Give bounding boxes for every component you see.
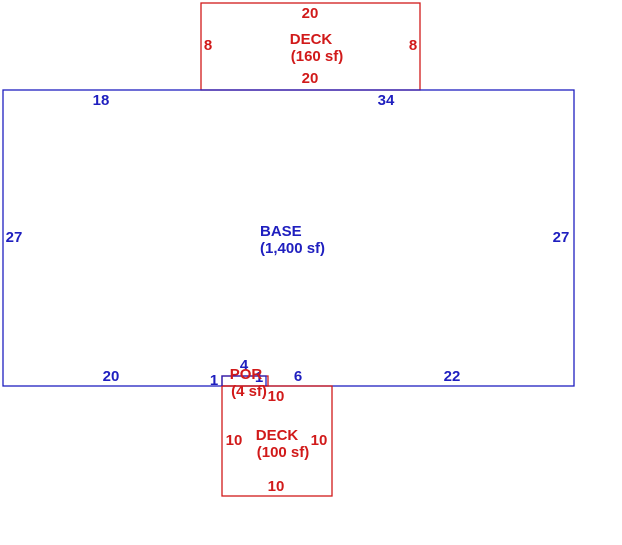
deck-bottom-dim-right: 10 — [311, 432, 328, 449]
base-dim-right: 27 — [553, 229, 570, 246]
base-dim-notch-right: 1 — [255, 369, 263, 386]
deck-top-area: (160 sf) — [291, 48, 344, 65]
base-notch-outline — [221, 375, 267, 386]
deck-bottom-dim-left: 10 — [226, 432, 243, 449]
porch-area: (4 sf) — [231, 383, 267, 400]
deck-bottom-area: (100 sf) — [257, 444, 310, 461]
deck-bottom-name: DECK — [256, 427, 299, 444]
base-name: BASE — [260, 223, 302, 240]
base-area: (1,400 sf) — [260, 240, 325, 257]
base-dim-left: 27 — [6, 229, 23, 246]
deck-top-dim-left: 8 — [204, 37, 212, 54]
deck-top-dim-bottom: 20 — [302, 70, 319, 87]
base-dim-notch-top: 4 — [240, 357, 249, 374]
deck-bottom-dim-bottom: 10 — [268, 478, 285, 495]
base-dim-top-right: 34 — [378, 92, 395, 109]
deck-top-dim-right: 8 — [409, 37, 417, 54]
deck-bottom-dim-top: 10 — [268, 388, 285, 405]
base-dim-bottom-left: 20 — [103, 368, 120, 385]
base-dim-bottom-right: 22 — [444, 368, 461, 385]
base-dim-bottom-mid: 6 — [294, 368, 302, 385]
base-dim-top-left: 18 — [93, 92, 110, 109]
base-dim-notch-left: 1 — [210, 372, 218, 389]
deck-bottom-outline — [221, 385, 333, 497]
deck-top-name: DECK — [290, 31, 333, 48]
deck-top-dim-top: 20 — [302, 5, 319, 22]
porch-name: POR — [230, 366, 263, 383]
